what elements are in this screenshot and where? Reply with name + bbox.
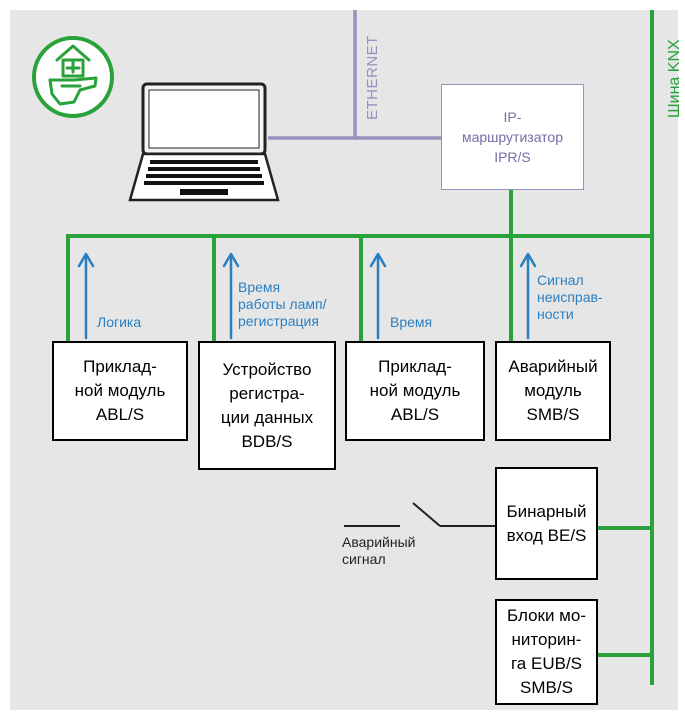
alarm-switch <box>344 502 498 527</box>
monitoring-units-box: Блоки мо- ниторин- га EUB/S SMB/S <box>495 599 598 705</box>
application-module-box-1: Приклад- ной модуль ABL/S <box>52 341 188 441</box>
laptop-icon <box>128 82 280 202</box>
application-module-box-2: Приклад- ной модуль ABL/S <box>345 341 485 441</box>
ethernet-label: ETHERNET <box>364 35 381 120</box>
arrow-2 <box>222 252 240 340</box>
arrow-label-1: Логика <box>97 314 142 330</box>
arrow-label-3: Время <box>390 314 433 330</box>
arrow-label-2: Время работы ламп/ регистрация <box>238 279 327 329</box>
house-hand-icon <box>32 36 114 118</box>
ip-router-box: IP- маршрутизатор IPR/S <box>441 84 584 190</box>
alarm-signal-label: Аварийный сигнал <box>342 534 416 567</box>
knx-bus-label: Шина KNX <box>666 39 683 118</box>
arrow-label-4: Сигнал неисправ- ности <box>537 272 603 322</box>
arrow-4 <box>519 252 537 340</box>
arrow-3 <box>369 252 387 340</box>
emergency-module-box: Аварийный модуль SMB/S <box>495 341 611 441</box>
arrow-1 <box>77 252 95 340</box>
binary-input-box: Бинарный вход BE/S <box>495 467 598 580</box>
data-logger-box: Устройство регистра- ции данных BDB/S <box>198 341 336 470</box>
